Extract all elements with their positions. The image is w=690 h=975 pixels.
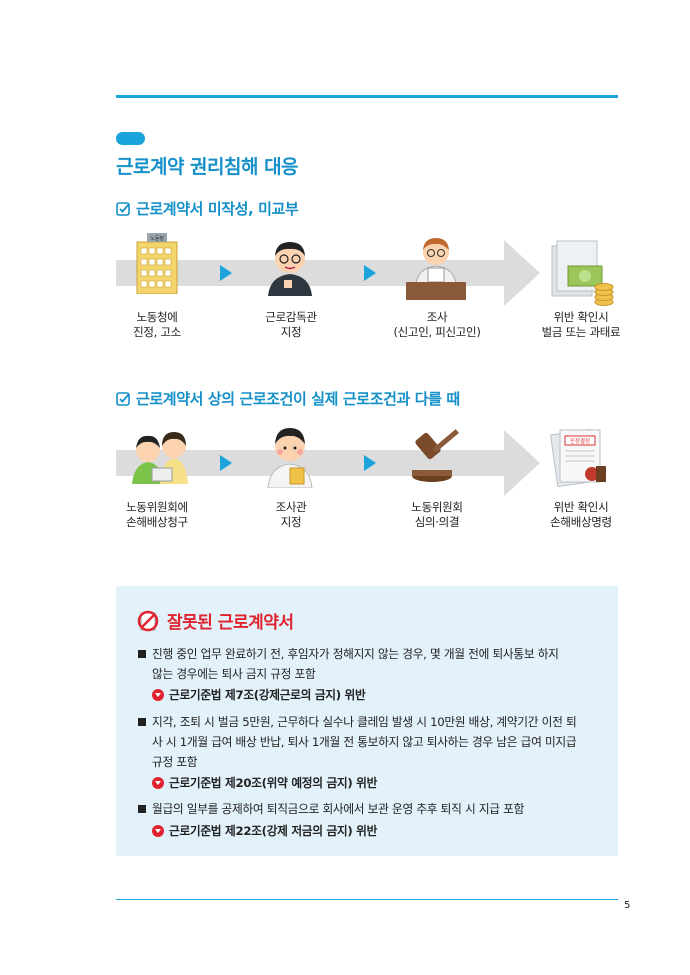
flow1-heading-text: 근로계약서 미작성, 미교부 — [136, 200, 299, 218]
bullet-icon — [138, 718, 146, 726]
law-violation: 근로기준법 제22조(강제 저금의 금지) 위반 — [152, 822, 377, 839]
list-item: 월급의 일부를 공제하여 퇴직금으로 회사에서 보관 운영 추후 퇴직 시 지급… — [138, 799, 598, 819]
bullet-icon — [138, 805, 146, 813]
flow-arrow-icon — [364, 265, 376, 281]
prohibited-document-icon — [137, 610, 159, 631]
red-arrow-icon — [152, 688, 164, 701]
building-sign: 노동청 — [150, 236, 164, 242]
bullet-icon — [138, 650, 146, 658]
wrong-contract-title-text: 잘못된 근로계약서 — [167, 613, 294, 633]
flow2-arrow-band — [116, 430, 540, 496]
red-arrow-icon — [152, 824, 164, 837]
top-rule — [116, 95, 618, 98]
flow2-heading-text: 근로계약서 상의 근로조건이 실제 근로조건과 다를 때 — [136, 390, 460, 408]
gavel-icon — [412, 429, 459, 482]
flow2-heading: 근로계약서 상의 근로조건이 실제 근로조건과 다를 때 — [116, 388, 460, 409]
flow1-heading: 근로계약서 미작성, 미교부 — [116, 198, 299, 219]
section-title: 근로계약 권리침해 대응 — [116, 156, 299, 178]
couple-claim-icon — [132, 432, 188, 484]
list-item: 진행 중인 업무 완료하기 전, 후임자가 정해지지 않는 경우, 몇 개월 전… — [138, 644, 598, 684]
investigator-desk-icon — [406, 238, 466, 300]
fine-document-money-icon — [551, 240, 614, 306]
investigator-icon — [267, 428, 313, 488]
section-pill — [116, 132, 145, 145]
stamp-text: 진정결정 — [570, 437, 590, 445]
flow1-step-3-caption: 조사(신고인, 피신고인) — [393, 310, 481, 339]
checkbox-icon — [116, 391, 130, 406]
compensation-order-icon: 진정결정 — [550, 428, 606, 488]
list-item: 지각, 조퇴 시 벌금 5만원, 근무하다 실수나 클레임 발생 시 10만원 … — [138, 712, 598, 772]
wrong-contract-title: 잘못된 근로계약서 — [137, 608, 294, 633]
flow1-arrow-band — [116, 240, 540, 306]
office-building-icon: 노동청 — [136, 233, 178, 294]
wrong-contract-box — [116, 586, 618, 856]
page-number: 5 — [624, 900, 631, 911]
flow-arrow-icon — [364, 455, 376, 471]
flow-arrow-icon — [220, 265, 232, 281]
flow-arrow-icon — [220, 455, 232, 471]
red-arrow-icon — [152, 776, 164, 789]
bottom-rule — [116, 899, 618, 900]
law-violation: 근로기준법 제7조(강제근로의 금지) 위반 — [152, 686, 366, 703]
checkbox-icon — [116, 201, 130, 216]
labor-inspector-icon — [268, 242, 312, 296]
law-violation: 근로기준법 제20조(위약 예정의 금지) 위반 — [152, 774, 377, 791]
